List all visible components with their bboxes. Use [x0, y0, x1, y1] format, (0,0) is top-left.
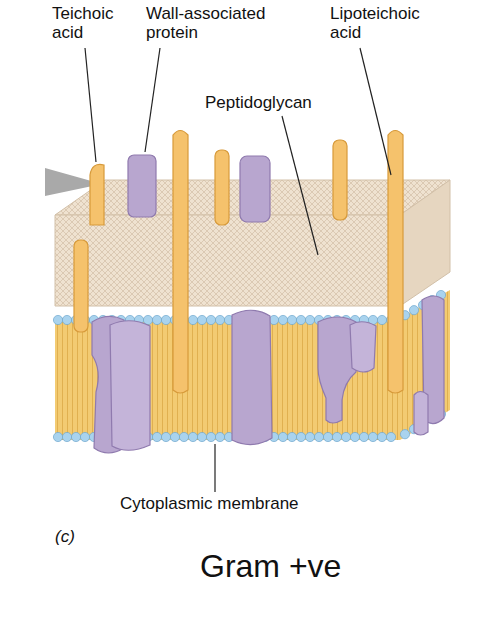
part-label: Teichoic acid: [52, 4, 132, 42]
lipid-head: [314, 432, 323, 441]
lipid-head: [296, 315, 305, 324]
lipid-head: [278, 315, 287, 324]
lipid-head: [197, 315, 206, 324]
lipid-head: [368, 432, 377, 441]
lipid-head: [215, 432, 224, 441]
lipid-head: [53, 432, 62, 441]
caption: Gram +ve: [200, 548, 341, 584]
lipid-head: [323, 432, 332, 441]
lipid-head: [377, 315, 386, 324]
lipid-head: [269, 315, 278, 324]
lipid-head: [161, 432, 170, 441]
lipid-head: [152, 315, 161, 324]
lipid-head: [206, 432, 215, 441]
part-label: Cytoplasmic membrane: [120, 494, 360, 513]
lipid-head: [305, 315, 314, 324]
part-label: Peptidoglycan: [205, 93, 355, 112]
lipid-head: [350, 432, 359, 441]
lipoteichoic-acid-rod: [173, 131, 403, 394]
lipid-head: [305, 432, 314, 441]
lipid-head: [62, 432, 71, 441]
lipid-head: [179, 432, 188, 441]
part-label: Wall-associated protein: [146, 4, 286, 42]
lipid-head: [80, 432, 89, 441]
lipid-head: [215, 315, 224, 324]
lipid-head: [278, 432, 287, 441]
lipid-head: [386, 432, 395, 441]
lipid-head: [400, 430, 409, 439]
teichoic-acid-rod: [74, 140, 347, 332]
lipid-head: [296, 432, 305, 441]
lipid-head: [188, 432, 197, 441]
lipid-head: [409, 306, 418, 315]
lipid-head: [188, 315, 197, 324]
lipid-head: [152, 432, 161, 441]
lipid-head: [62, 315, 71, 324]
wall-protein: [128, 155, 270, 222]
lipid-head: [161, 315, 170, 324]
lipid-head: [332, 432, 341, 441]
part-label: Lipoteichoic acid: [330, 4, 450, 42]
lipid-head: [287, 315, 296, 324]
lipid-head: [341, 432, 350, 441]
part-label: (c): [55, 527, 95, 546]
lipid-head: [206, 315, 215, 324]
lipid-head: [53, 315, 62, 324]
lipid-head: [287, 432, 296, 441]
lipid-head: [377, 432, 386, 441]
lipid-head: [359, 432, 368, 441]
leader-line: [85, 48, 391, 492]
lipid-head: [197, 432, 206, 441]
lipid-head: [170, 432, 179, 441]
lipid-head: [71, 432, 80, 441]
